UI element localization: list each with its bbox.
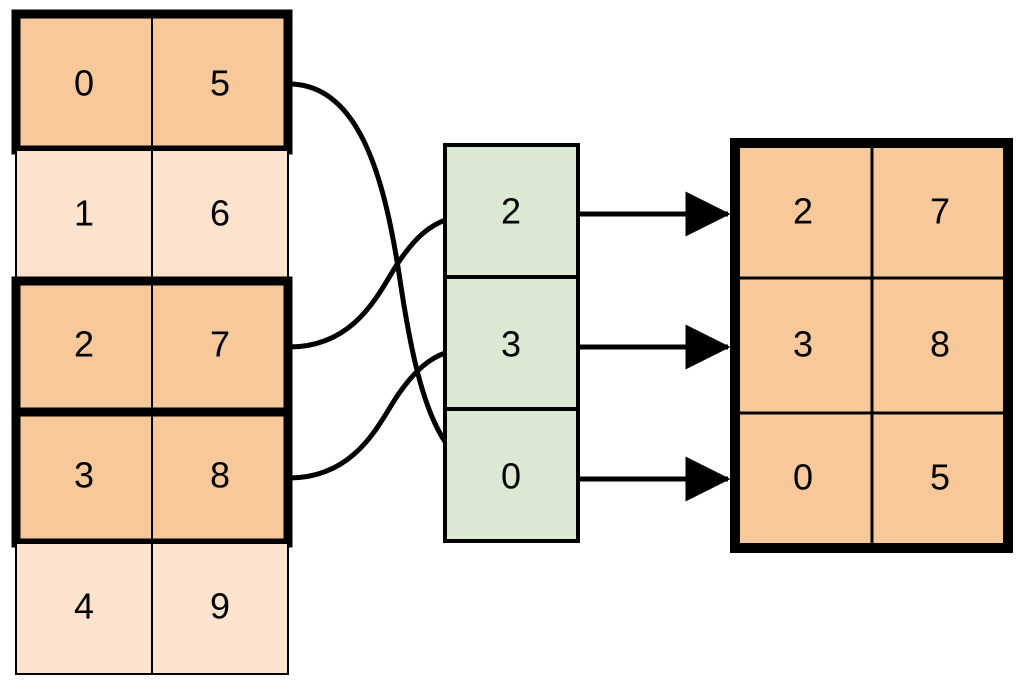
source-cell-0-1[interactable] xyxy=(151,13,289,151)
result-array: 2 7 3 8 0 5 xyxy=(730,138,1013,553)
result-arrows xyxy=(580,191,731,502)
result-cell-2-1[interactable] xyxy=(870,411,1010,550)
index-cell-1[interactable] xyxy=(443,275,580,411)
source-cell-2-0[interactable] xyxy=(15,280,153,413)
result-cell-0-1[interactable] xyxy=(870,141,1010,280)
index-vector: 2 3 0 xyxy=(443,143,580,543)
source-cell-1-1[interactable] xyxy=(151,149,289,282)
source-cell-3-0[interactable] xyxy=(15,411,153,544)
source-row-2[interactable]: 2 7 xyxy=(11,276,293,417)
source-row-4[interactable]: 4 9 xyxy=(15,542,289,675)
source-row-3[interactable]: 3 8 xyxy=(11,407,293,548)
source-cell-0-0[interactable] xyxy=(15,13,153,151)
index-cell-2[interactable] xyxy=(443,407,580,543)
source-cell-1-0[interactable] xyxy=(15,149,153,282)
result-cell-2-0[interactable] xyxy=(733,411,874,550)
source-cell-4-0[interactable] xyxy=(15,542,153,675)
source-cell-4-1[interactable] xyxy=(151,542,289,675)
result-cell-0-0[interactable] xyxy=(733,141,874,280)
result-array-outline xyxy=(730,138,1013,553)
result-cell-1-1[interactable] xyxy=(870,276,1010,415)
source-row-0[interactable]: 0 5 xyxy=(11,9,293,155)
source-array: 0 5 1 6 2 7 3 xyxy=(11,9,293,675)
index-cell-0[interactable] xyxy=(443,143,580,279)
source-row-1[interactable]: 1 6 xyxy=(15,149,289,282)
result-cell-1-0[interactable] xyxy=(733,276,874,415)
source-cell-2-1[interactable] xyxy=(151,280,289,413)
source-cell-3-1[interactable] xyxy=(151,411,289,544)
